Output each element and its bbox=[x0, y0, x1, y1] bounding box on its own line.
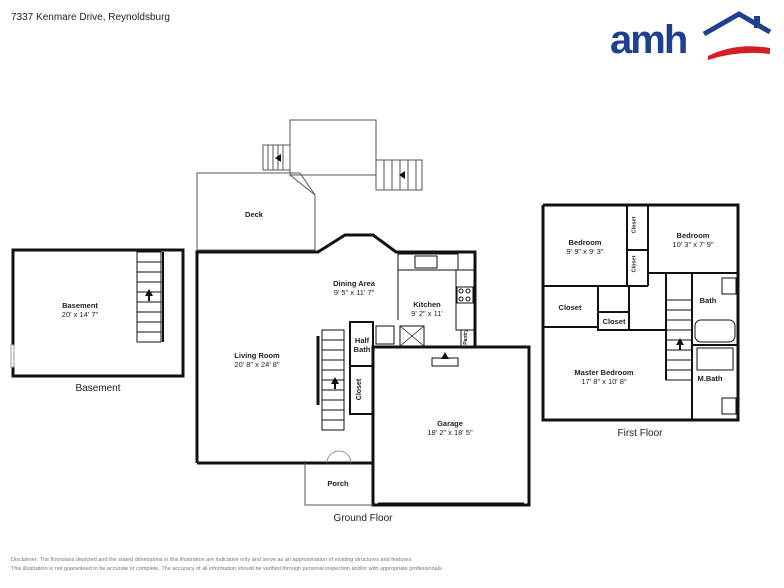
porch-label: Porch bbox=[327, 479, 349, 488]
up-arrow-icon bbox=[676, 338, 684, 345]
first-floor-label: First Floor bbox=[617, 428, 663, 439]
basement-stairs bbox=[136, 251, 162, 343]
up-arrow-icon bbox=[145, 289, 153, 296]
pantry-label: Pantry bbox=[462, 329, 469, 345]
deck-label: Deck bbox=[245, 210, 263, 219]
porch-outline bbox=[304, 463, 373, 506]
property-address: 7337 Kenmare Drive, Reynoldsburg bbox=[11, 12, 170, 23]
bath-label: Bath bbox=[699, 296, 717, 305]
ground-closet-label: Closet bbox=[356, 378, 364, 401]
closet-b-label: Closet bbox=[631, 255, 638, 273]
up-arrow-icon bbox=[331, 377, 339, 384]
deck-outline bbox=[196, 172, 316, 251]
bath-fixtures bbox=[694, 277, 737, 415]
stair-arrows bbox=[145, 154, 684, 389]
deck-stairs bbox=[262, 144, 423, 191]
up-arrow-icon bbox=[441, 352, 449, 359]
closet-c-label: Closet bbox=[558, 303, 582, 312]
master-bath-label: M.Bath bbox=[697, 374, 723, 383]
logo-text: amh bbox=[610, 18, 688, 62]
first-floor-outer-walls bbox=[541, 203, 740, 422]
living-stairs bbox=[321, 329, 345, 431]
closet-a-label: Closet bbox=[631, 216, 638, 234]
basement-floor-label: Basement bbox=[75, 383, 121, 394]
disclaimer-line-1: Disclaimer: The floorplans depicted and … bbox=[11, 557, 413, 563]
amh-logo: amh bbox=[608, 10, 773, 66]
kitchen-counters bbox=[397, 253, 475, 331]
ground-floor-label: Ground Floor bbox=[333, 513, 393, 524]
left-arrow-icon bbox=[399, 171, 405, 179]
garage-walls bbox=[371, 345, 531, 507]
house-roof-icon bbox=[702, 11, 772, 60]
left-arrow-icon bbox=[275, 154, 281, 162]
first-floor-stairs bbox=[665, 299, 693, 381]
disclaimer-line-2: This illustration is not guaranteed to b… bbox=[11, 566, 444, 572]
closet-d-label: Closet bbox=[602, 317, 626, 326]
basement-walls bbox=[11, 248, 185, 378]
